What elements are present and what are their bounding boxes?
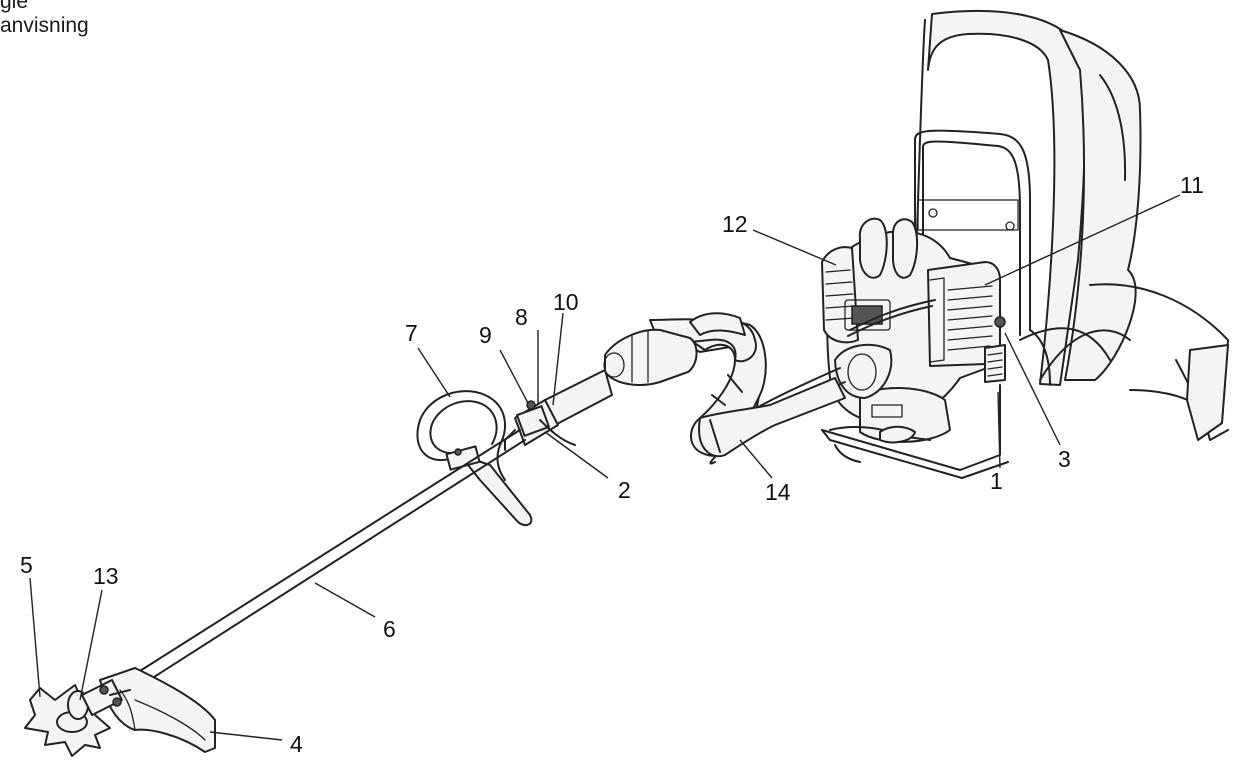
leader-1 (997, 391, 1001, 469)
callout-14: 14 (765, 479, 791, 505)
page-header: gle anvisning (0, 0, 89, 38)
callout-11: 11 (1180, 172, 1204, 198)
callout-2: 2 (618, 477, 631, 503)
callout-8: 8 (515, 304, 528, 330)
callout-7: 7 (405, 320, 418, 346)
flex-drive-hose (649, 312, 846, 465)
callout-9: 9 (479, 322, 492, 348)
callout-6: 6 (383, 616, 396, 642)
leader-2 (544, 431, 609, 479)
leader-13 (79, 589, 103, 701)
callout-5: 5 (20, 552, 33, 578)
callout-4: 4 (290, 731, 303, 757)
cutting-head (24, 667, 216, 757)
callout-3: 3 (1058, 446, 1071, 472)
throttle-assembly (504, 328, 698, 451)
engine-unit (821, 217, 1006, 444)
main-shaft (109, 429, 526, 701)
callout-1: 1 (990, 468, 1003, 494)
callout-numbers: 1 2 3 4 5 6 7 8 9 10 11 12 13 14 (20, 172, 1204, 757)
leader-10 (552, 312, 564, 406)
leader-6 (314, 582, 376, 618)
header-line-1: gle (0, 0, 29, 13)
callout-10: 10 (553, 289, 579, 315)
leader-5 (29, 577, 41, 698)
leader-14 (739, 439, 773, 479)
leader-12 (752, 229, 837, 266)
header-line-2: anvisning (0, 14, 89, 37)
callout-13: 13 (93, 563, 119, 589)
leader-11 (984, 194, 1181, 286)
backpack-harness (821, 9, 1229, 479)
leader-3 (1004, 332, 1061, 446)
callout-12: 12 (722, 211, 748, 237)
loop-handle (416, 390, 533, 527)
leader-lines (29, 194, 1181, 741)
leader-7 (417, 347, 451, 398)
leader-4 (209, 731, 283, 741)
leader-9 (499, 349, 529, 404)
